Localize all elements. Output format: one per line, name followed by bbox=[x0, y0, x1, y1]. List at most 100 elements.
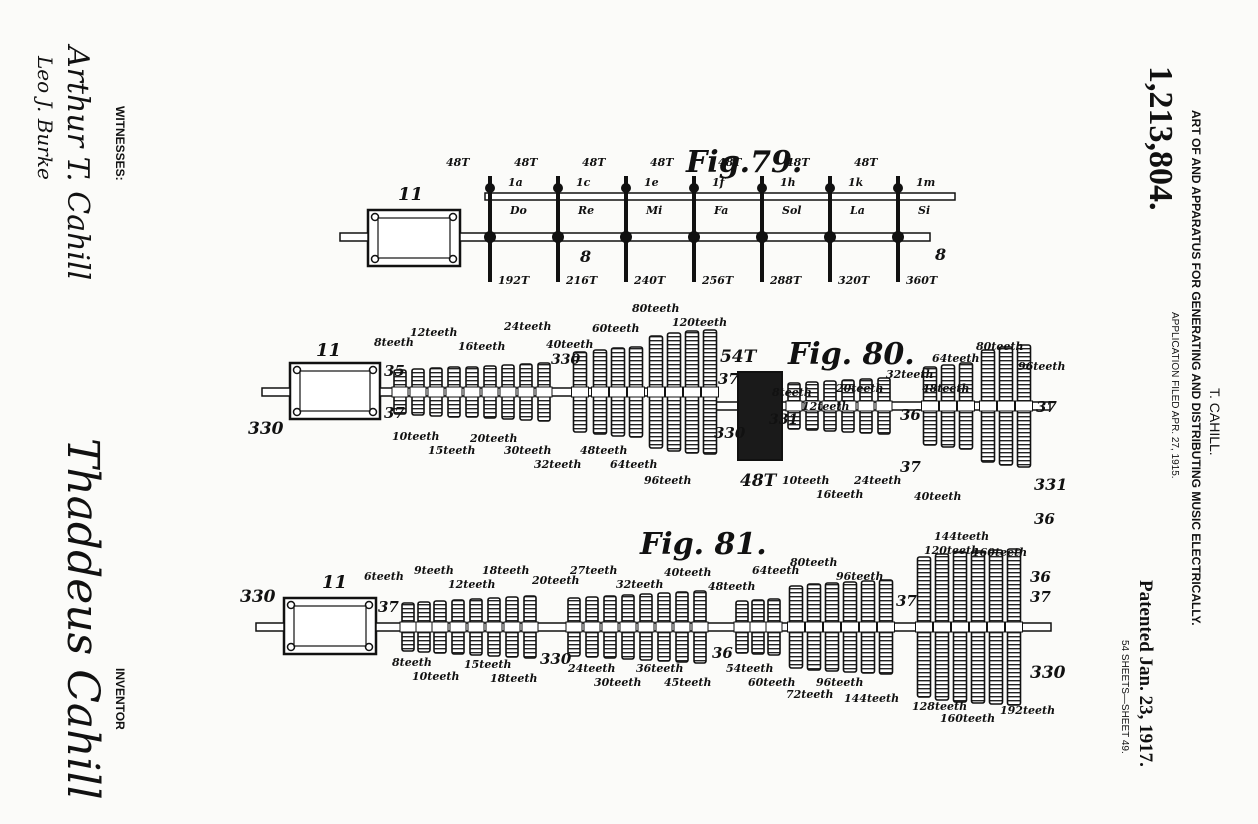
fig80-gear-train bbox=[391, 329, 1033, 468]
fig81-teeth-label-lower: 30teeth bbox=[594, 676, 641, 689]
fig79-rod-ref: 1a bbox=[508, 176, 523, 189]
fig81-gear bbox=[467, 598, 485, 656]
fig81-gear bbox=[399, 602, 417, 652]
fig81-teeth-label-upper: 6teeth bbox=[364, 570, 404, 583]
fig81-teeth-label-upper: 27teeth bbox=[569, 564, 617, 577]
fig80-big-gear bbox=[737, 371, 783, 461]
fig81-gear bbox=[805, 583, 823, 671]
fig79-rod-ref: 1m bbox=[916, 176, 935, 189]
fig80-teeth-label-upper: 60teeth bbox=[592, 322, 639, 335]
fig79-lower-teeth-label: 320T bbox=[838, 274, 870, 287]
fig81-teeth-label-lower: 36teeth bbox=[636, 662, 683, 675]
fig80-teeth-label-upper: 12teeth bbox=[802, 400, 849, 413]
fig79-gear-bottom bbox=[484, 231, 496, 243]
fig81-teeth-label-lower: 60teeth bbox=[748, 676, 795, 689]
fig80-ref-37-b: 37 bbox=[900, 458, 921, 476]
fig81-teeth-label-lower: 24teeth bbox=[567, 662, 615, 675]
fig81-gear bbox=[503, 596, 521, 658]
fig80-teeth-label-lower: 20teeth bbox=[469, 432, 517, 445]
sheet-number: 54 SHEETS—SHEET 49. bbox=[1119, 640, 1130, 754]
fig81-ref-36-right: 36 bbox=[1030, 568, 1051, 586]
fig79-gear-column bbox=[692, 176, 696, 282]
fig80-title: Fig. 80. bbox=[787, 337, 915, 372]
fig80-teeth-label-upper: 12teeth bbox=[410, 326, 457, 339]
fig80-gear bbox=[875, 377, 893, 435]
fig79-note-label: La bbox=[849, 204, 865, 217]
fig80-motor: 11 bbox=[288, 340, 382, 421]
fig81-title: Fig. 81. bbox=[639, 527, 767, 562]
inventor-label: INVENTOR bbox=[113, 668, 127, 730]
fig80-teeth-label-upper: 32teeth bbox=[886, 368, 933, 381]
fig81-gear bbox=[673, 591, 691, 663]
figure-81: Fig. 81. 11 330 37 330 36 37 36 37 330 6… bbox=[240, 527, 1066, 725]
fig79-lower-teeth-label: 192T bbox=[498, 274, 530, 287]
fig79-gear-top bbox=[893, 183, 903, 193]
fig80-teeth-label-upper: 96teeth bbox=[1018, 360, 1065, 373]
fig79-gear-column bbox=[556, 176, 560, 282]
fig81-gear bbox=[431, 600, 449, 654]
fig81-gear bbox=[765, 598, 783, 656]
fig81-gear bbox=[749, 599, 767, 655]
fig81-gear bbox=[859, 580, 877, 674]
fig81-gear bbox=[1005, 548, 1023, 706]
fig81-gear bbox=[877, 579, 895, 675]
fig80-gear bbox=[445, 366, 463, 418]
fig80-teeth-label-upper: 80teeth bbox=[632, 302, 679, 315]
witnesses-label: WITNESSES: bbox=[113, 106, 127, 181]
fig81-teeth-label-lower: 54teeth bbox=[726, 662, 773, 675]
fig80-ref-330-left: 330 bbox=[248, 419, 284, 439]
fig80-teeth-label-lower: 32teeth bbox=[534, 458, 581, 471]
fig80-ref-36-a: 36 bbox=[900, 406, 921, 424]
fig81-gear bbox=[619, 594, 637, 660]
fig80-teeth-labels: 8teeth12teeth16teeth24teeth40teeth60teet… bbox=[374, 302, 1065, 503]
fig80-gear bbox=[921, 366, 939, 446]
fig79-lower-teeth-label: 216T bbox=[565, 274, 598, 287]
fig79-shaft-ref-1: 8 bbox=[579, 247, 591, 266]
fig80-ref-330-lower: 330 bbox=[714, 424, 746, 442]
fig81-teeth-label-lower: 96teeth bbox=[816, 676, 863, 689]
fig81-teeth-label-lower: 192teeth bbox=[1000, 704, 1055, 717]
fig80-gear bbox=[839, 379, 857, 433]
fig80-gear bbox=[803, 381, 821, 431]
fig81-teeth-label-upper: 144teeth bbox=[934, 530, 989, 543]
fig81-gear bbox=[637, 593, 655, 661]
fig79-gear-columns: 48T192TDo1a48T216TRe1c48T240TMi1e48T256T… bbox=[446, 156, 938, 287]
fig80-teeth-label-lower: 24teeth bbox=[853, 474, 901, 487]
fig79-gear-top bbox=[825, 183, 835, 193]
figure-79: Fig.79. 11 8 8 48T192TDo1a48T216TRe1c48T… bbox=[339, 145, 956, 287]
fig81-teeth-label-lower: 72teeth bbox=[786, 688, 833, 701]
fig80-gear bbox=[391, 369, 409, 415]
fig79-top-teeth-label: 48T bbox=[514, 156, 538, 169]
witness-signature-2: Leo J. Burke bbox=[33, 55, 57, 180]
fig81-teeth-label-upper: 32teeth bbox=[616, 578, 663, 591]
fig81-ref-330-left: 330 bbox=[240, 587, 276, 607]
fig79-gear-top bbox=[553, 183, 563, 193]
fig81-gear bbox=[969, 550, 987, 704]
fig80-gear bbox=[785, 382, 803, 430]
fig80-gear bbox=[979, 349, 997, 463]
fig81-gear bbox=[415, 601, 433, 653]
fig79-note-label: Mi bbox=[645, 204, 662, 217]
fig80-refs: 330 35 37 330 37 330 331 36 37 37 331 36… bbox=[248, 347, 1067, 528]
fig79-rod-ref: 1k bbox=[848, 176, 864, 189]
fig81-refs: 330 37 330 36 37 36 37 330 bbox=[240, 568, 1066, 683]
fig80-gear bbox=[701, 329, 719, 455]
fig81-gear bbox=[733, 600, 751, 654]
fig81-gear bbox=[787, 585, 805, 669]
fig81-teeth-label-lower: 18teeth bbox=[490, 672, 537, 685]
fig79-note-label: Do bbox=[509, 204, 527, 217]
fig81-teeth-label-upper: 18teeth bbox=[482, 564, 529, 577]
fig81-teeth-label-lower: 8teeth bbox=[392, 656, 432, 669]
fig79-gear-column bbox=[488, 176, 492, 282]
fig81-teeth-label-upper: 160teeth bbox=[972, 546, 1027, 559]
fig81-teeth-label-upper: 20teeth bbox=[531, 574, 579, 587]
fig79-lower-teeth-label: 360T bbox=[906, 274, 938, 287]
fig81-teeth-label-lower: 15teeth bbox=[464, 658, 511, 671]
fig80-teeth-label-upper: 40teeth bbox=[546, 338, 593, 351]
fig80-teeth-label-lower: 40teeth bbox=[914, 490, 961, 503]
fig81-ref-330-mid: 330 bbox=[540, 650, 572, 668]
fig79-title: Fig.79. bbox=[685, 145, 802, 180]
fig79-gear-bottom bbox=[824, 231, 836, 243]
fig81-gear bbox=[601, 595, 619, 659]
fig80-motor-ref: 11 bbox=[316, 340, 341, 361]
